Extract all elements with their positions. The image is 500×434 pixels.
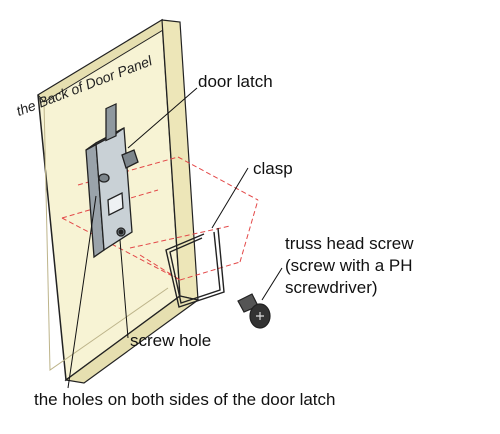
label-door-latch: door latch	[198, 72, 273, 91]
label-clasp: clasp	[253, 159, 293, 178]
latch-window	[107, 191, 124, 217]
screw-cross	[256, 312, 264, 320]
label-truss-screw-note-2: screwdriver)	[285, 278, 378, 297]
label-screw-hole: screw hole	[130, 331, 212, 350]
label-truss-head-screw: truss head screw	[285, 234, 414, 253]
truss-screw-part	[237, 293, 271, 329]
latch-knob	[98, 173, 110, 183]
latch-screw-hole-inner	[118, 229, 124, 235]
leader-lines	[67, 87, 283, 389]
latch-tab	[121, 149, 139, 169]
clasp-part	[165, 227, 225, 308]
label-holes-both-sides: the holes on both sides of the door latc…	[34, 390, 336, 409]
label-truss-screw-note-1: (screw with a PH	[285, 256, 413, 275]
door-latch-part	[85, 102, 139, 259]
latch-slot	[105, 102, 117, 142]
panel-inner-rim	[43, 101, 169, 371]
